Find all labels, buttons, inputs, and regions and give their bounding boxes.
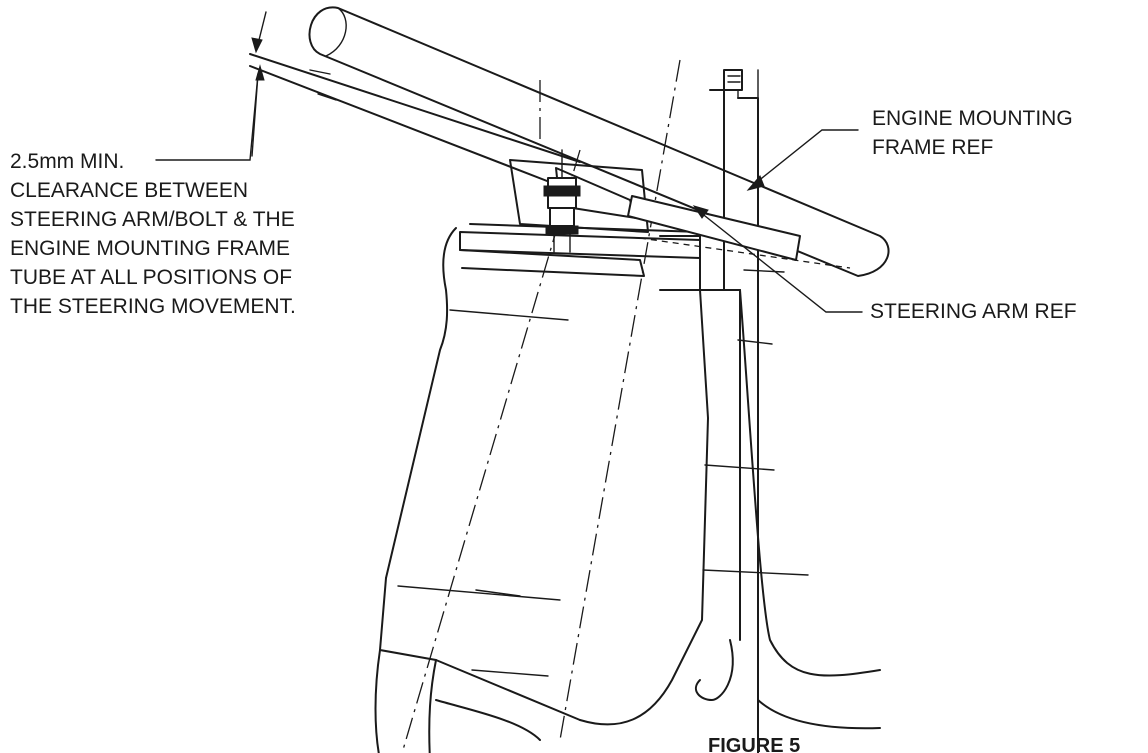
centre-lines: [401, 59, 681, 753]
clearance-note-line-1: 2.5mm MIN.: [10, 150, 124, 173]
clearance-note-line-6: THE STEERING MOVEMENT.: [10, 295, 296, 318]
clearance-note-line-5: TUBE AT ALL POSITIONS OF: [10, 266, 292, 289]
engine-frame-leader: [751, 129, 859, 187]
engine-frame-label: ENGINE MOUNTING FRAME REF: [872, 107, 1073, 159]
clearance-note-line-3: STEERING ARM/BOLT & THE: [10, 208, 295, 231]
steering-arm-leader: [699, 211, 863, 313]
engine-frame-label-line-2: FRAME REF: [872, 136, 993, 159]
clearance-note: 2.5mm MIN. CLEARANCE BETWEEN STEERING AR…: [10, 150, 296, 318]
figure-caption: FIGURE 5: [708, 735, 800, 753]
engine-frame-label-line-1: ENGINE MOUNTING: [872, 107, 1073, 130]
steering-arm-label: STEERING ARM REF: [870, 300, 1077, 323]
clearance-dimension: [251, 11, 267, 157]
leaders: [155, 73, 863, 313]
upper-collar: [459, 159, 741, 291]
fork-leg-body: [374, 227, 709, 753]
tube-tick-marks: [702, 269, 809, 576]
steering-arm: [249, 53, 801, 261]
steering-column-tube: [694, 69, 881, 753]
steering-bolt: [543, 149, 581, 253]
clearance-note-line-2: CLEARANCE BETWEEN: [10, 179, 248, 202]
clearance-note-line-4: ENGINE MOUNTING FRAME: [10, 237, 290, 260]
clearance-leader: [155, 73, 259, 161]
